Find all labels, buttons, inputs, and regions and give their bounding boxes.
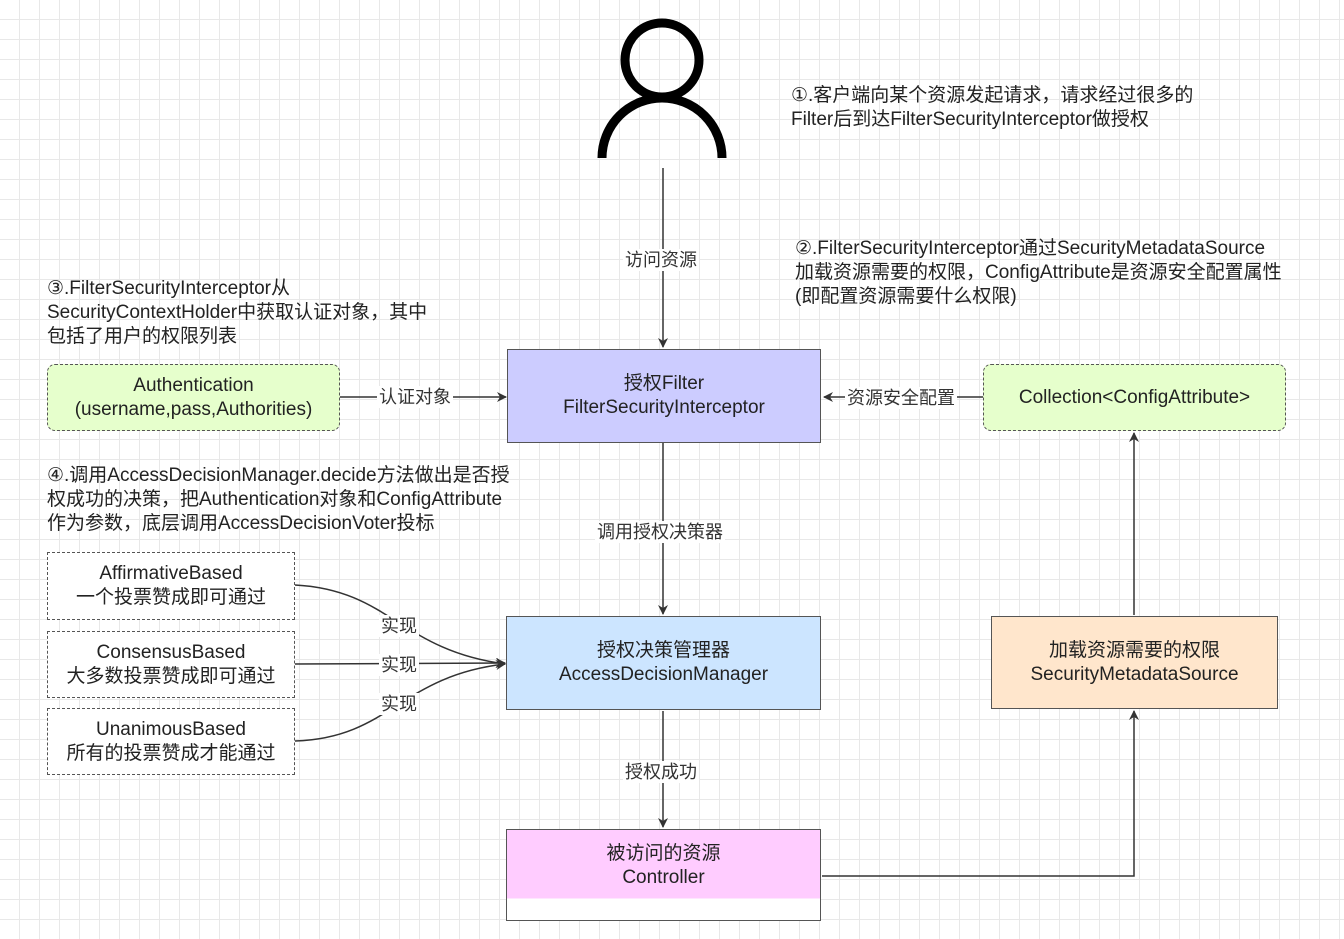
node-title: Collection<ConfigAttribute> [1018, 386, 1251, 408]
note-2: ②.FilterSecurityInterceptor通过SecurityMet… [795, 237, 1282, 309]
node-title: 加载资源需要的权限 [1048, 639, 1220, 661]
affirmative-based-node: AffirmativeBased 一个投票赞成即可通过 [47, 552, 295, 620]
note-3-line: 包括了用户的权限列表 [47, 326, 238, 347]
node-subtitle: 大多数投票赞成即可通过 [66, 665, 276, 687]
node-title: AffirmativeBased [99, 563, 243, 584]
filter-security-interceptor-node: 授权Filter FilterSecurityInterceptor [507, 349, 821, 443]
security-metadata-source-node: 加载资源需要的权限 SecurityMetadataSource [991, 616, 1278, 709]
node-subtitle: (username,pass,Authorities) [74, 398, 313, 420]
node-subtitle: SecurityMetadataSource [1030, 663, 1239, 685]
node-subtitle: AccessDecisionManager [558, 664, 769, 685]
note-1-line: Filter后到达FilterSecurityInterceptor做授权 [791, 109, 1149, 130]
consensus-based-node: ConsensusBased 大多数投票赞成即可通过 [47, 631, 295, 698]
user-icon [597, 18, 727, 159]
controller-node: 被访问的资源 Controller [506, 829, 821, 921]
edge-label-access: 访问资源 [623, 249, 699, 271]
note-4-line: ④.调用AccessDecisionManager.decide方法做出是否授 [47, 465, 510, 486]
edge-controller-metadata [822, 710, 1139, 877]
node-title: UnanimousBased [96, 718, 246, 740]
note-1: ①.客户端向某个资源发起请求，请求经过很多的 Filter后到达FilterSe… [791, 84, 1193, 132]
edge-label-impl: 实现 [379, 693, 419, 715]
edge-label-impl: 实现 [379, 654, 419, 676]
node-subtitle: Controller [622, 867, 705, 888]
node-title: 被访问的资源 [606, 843, 721, 864]
edge-label-success: 授权成功 [623, 761, 699, 783]
edge-label-auth-object: 认证对象 [377, 386, 453, 408]
note-4-line: 权成功的决策，把Authentication对象和ConfigAttribute [47, 489, 503, 510]
edge-label-call-manager: 调用授权决策器 [595, 521, 725, 543]
note-3: ③.FilterSecurityInterceptor从 SecurityCon… [47, 277, 427, 349]
edge-label-impl: 实现 [379, 615, 419, 637]
node-title: 授权决策管理器 [596, 640, 730, 661]
node-subtitle: FilterSecurityInterceptor [563, 397, 765, 418]
node-title: 授权Filter [623, 373, 705, 394]
config-attribute-collection-node: Collection<ConfigAttribute> [983, 364, 1286, 431]
node-title: Authentication [133, 374, 254, 396]
unanimous-based-node: UnanimousBased 所有的投票赞成才能通过 [47, 708, 295, 775]
note-2-line: (即配置资源需要什么权限) [795, 286, 1017, 307]
edge-label-security-config: 资源安全配置 [845, 387, 957, 409]
note-1-line: ①.客户端向某个资源发起请求，请求经过很多的 [791, 85, 1194, 106]
note-2-line: ②.FilterSecurityInterceptor通过SecurityMet… [795, 238, 1266, 259]
note-2-line: 加载资源需要的权限，ConfigAttribute是资源安全配置属性 [795, 262, 1282, 283]
node-subtitle: 一个投票赞成即可通过 [75, 587, 266, 608]
authentication-node: Authentication (username,pass,Authoritie… [47, 364, 340, 431]
access-decision-manager-node: 授权决策管理器 AccessDecisionManager [506, 616, 821, 710]
node-title: ConsensusBased [96, 641, 246, 663]
note-3-line: SecurityContextHolder中获取认证对象，其中 [47, 302, 428, 323]
note-3-line: ③.FilterSecurityInterceptor从 [47, 278, 290, 299]
note-4-line: 作为参数，底层调用AccessDecisionVoter投标 [47, 513, 435, 534]
node-subtitle: 所有的投票赞成才能通过 [66, 742, 276, 764]
note-4: ④.调用AccessDecisionManager.decide方法做出是否授 … [47, 464, 510, 536]
